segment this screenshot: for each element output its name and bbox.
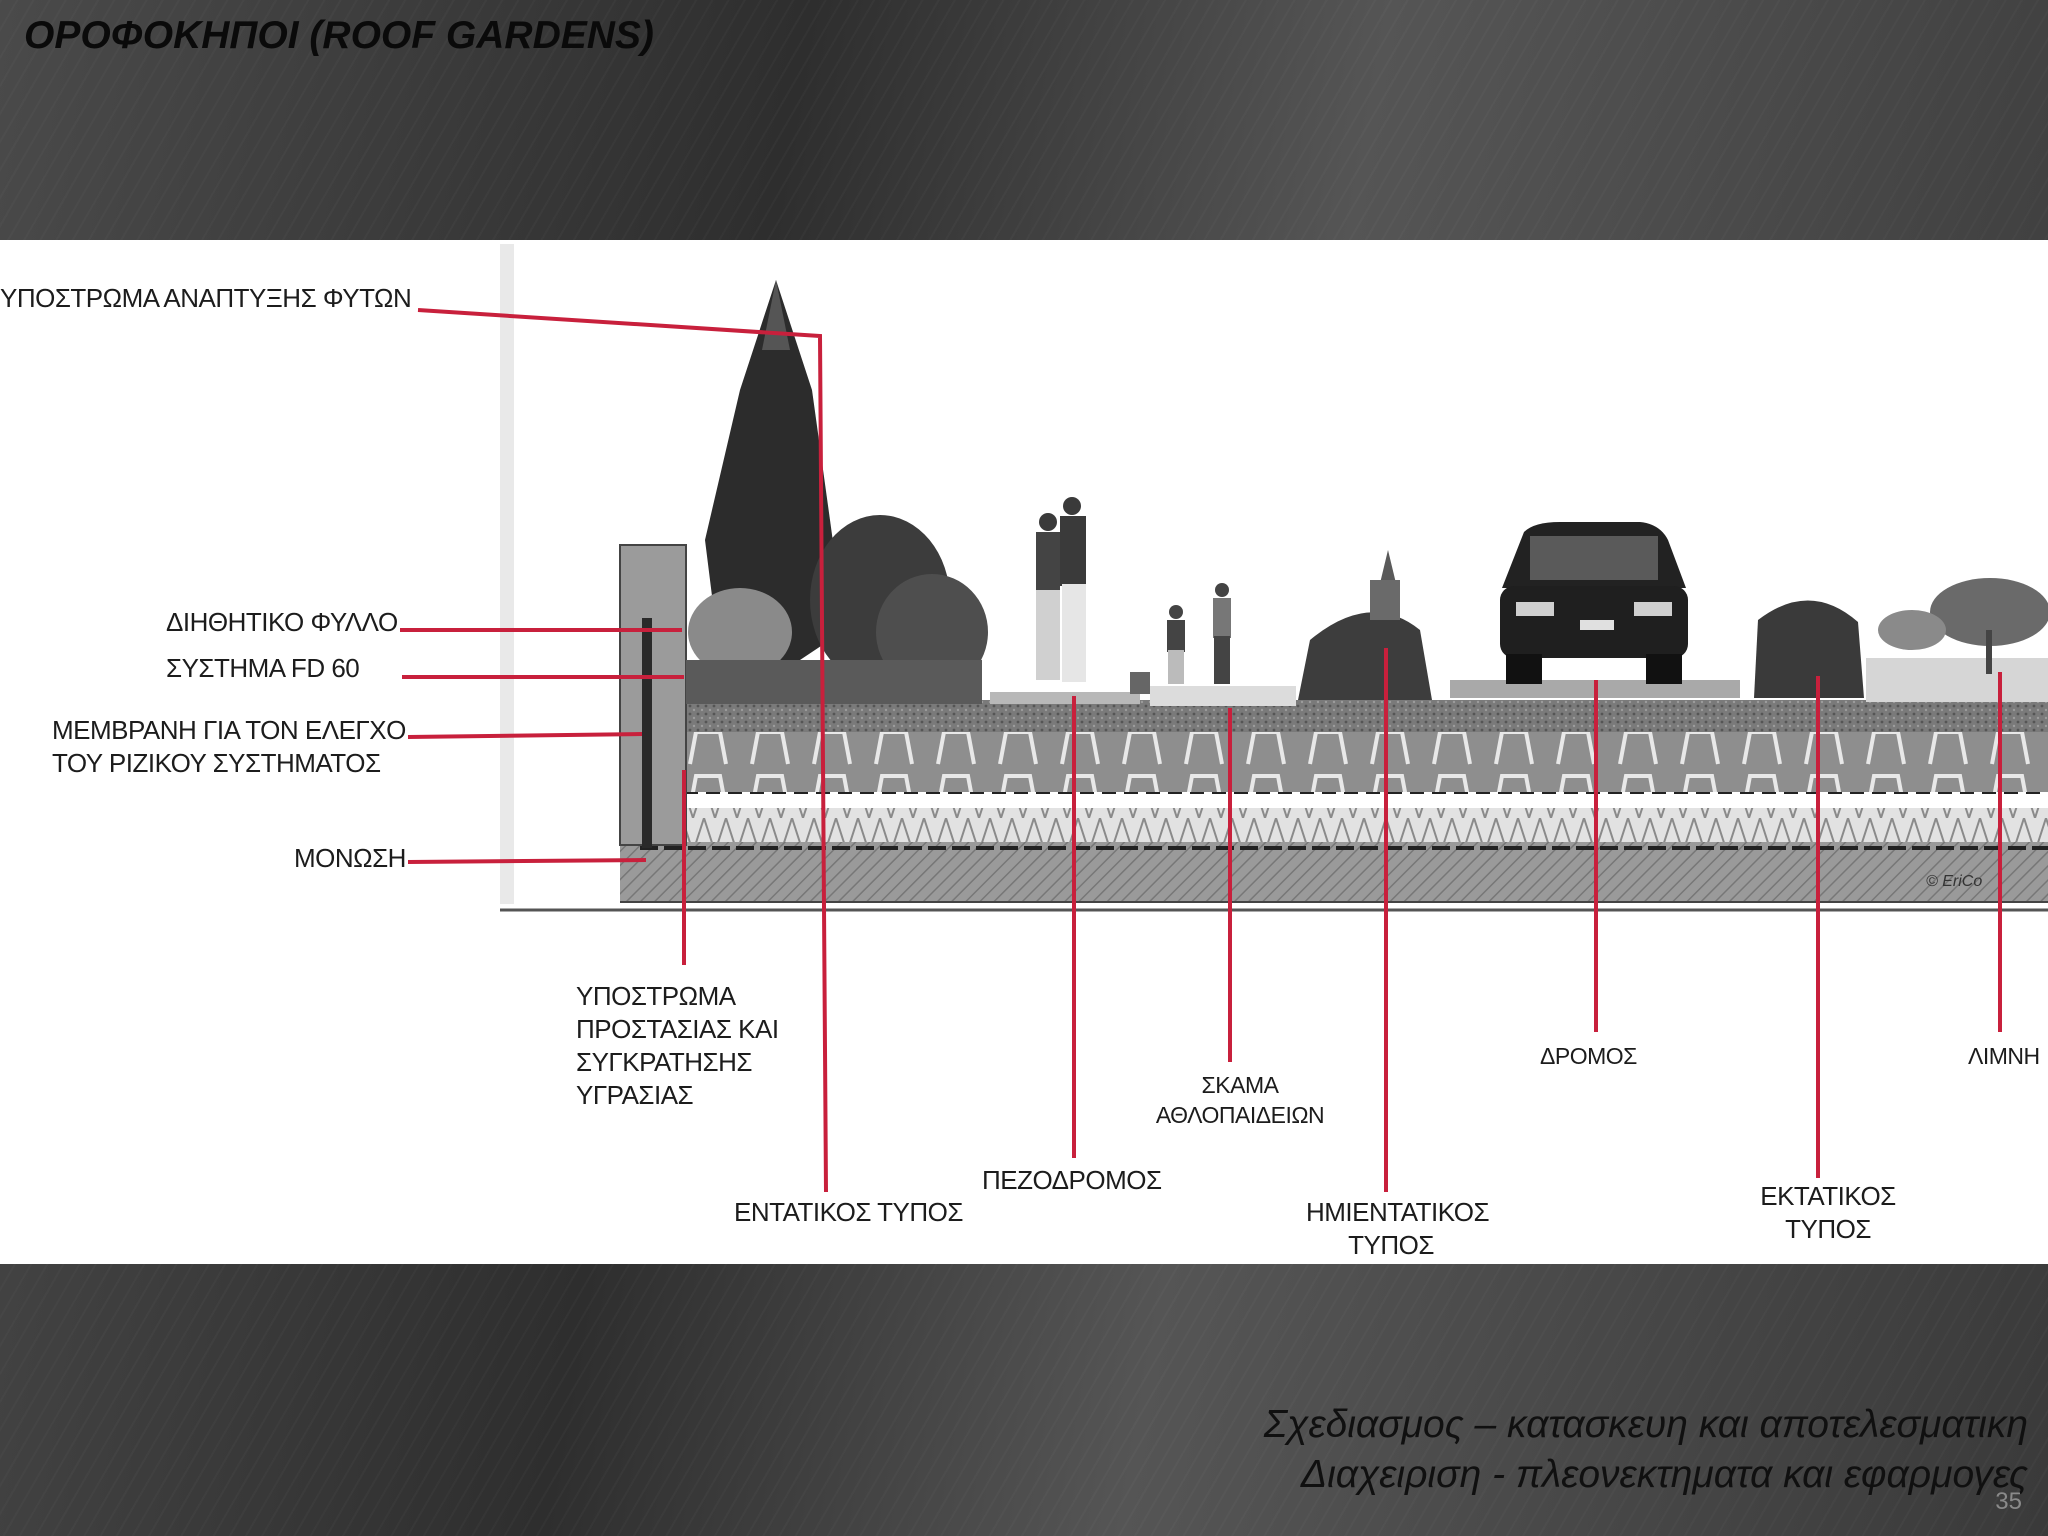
roof-slab xyxy=(620,840,2048,902)
label-extensive: ΕΚΤΑΤΙΚΟΣ ΤΥΠΟΣ xyxy=(1750,1180,1906,1246)
label-protection-line1: ΥΠΟΣΤΡΩΜΑ xyxy=(576,981,736,1011)
label-extensive-line2: ΤΥΠΟΣ xyxy=(1785,1214,1871,1244)
label-protection-line4: ΥΓΡΑΣΙΑΣ xyxy=(576,1080,694,1110)
label-plant-substrate: ΥΠΟΣΤΡΩΜΑ ΑΝΑΠΤΥΞΗΣ ΦΥΤΩΝ xyxy=(0,283,412,313)
back-wall xyxy=(500,244,514,904)
label-insulation: ΜΟΝΩΣΗ xyxy=(294,843,406,873)
label-root-membrane-line1: ΜΕΜΒΡΑΝΗ ΓΙΑ ΤΟΝ ΕΛΕΓΧΟ xyxy=(52,715,406,745)
label-semi-intensive: ΗΜΙΕΝΤΑΤΙΚΟΣ ΤΥΠΟΣ xyxy=(1306,1196,1490,1262)
leader-lines xyxy=(400,308,2002,1193)
soil-layer xyxy=(680,700,2048,732)
conifer-tree xyxy=(705,280,845,660)
copyright-mark: © EriCo xyxy=(1926,873,1982,890)
label-playground: ΣΚΑΜΑ ΑΘΛΟΠΑΙΔΕΙΩΝ xyxy=(1152,1070,1328,1130)
label-protection-line2: ΠΡΟΣΤΑΣΙΑΣ ΚΑΙ xyxy=(576,1014,779,1044)
label-filter-sheet: ΔΙΗΘΗΤΙΚΟ ΦΥΛΛΟ xyxy=(166,607,398,637)
slide-footer: Σχεδιασμος – κατασκευη και αποτελεσματικ… xyxy=(1264,1400,2028,1500)
slide-title: ΟΡΟΦΟΚΗΠΟΙ (ROOF GARDENS) xyxy=(24,14,654,58)
roof-garden-cross-section: © EriCo xyxy=(400,244,2048,1193)
label-playground-line1: ΣΚΑΜΑ xyxy=(1201,1072,1279,1098)
people-adults xyxy=(1036,497,1086,682)
diagram-panel: © EriCo ΥΠΟΣΤΡΩΜΑ ΑΝΑΠΤΥΞΗΣ ΦΥΤΩΝ ΔΙΗΘΗΤ… xyxy=(0,240,2048,1264)
lake-tree xyxy=(1930,578,2048,646)
label-root-membrane-line2: ΤΟΥ ΡΙΖΙΚΟΥ ΣΥΣΤΗΜΑΤΟΣ xyxy=(52,748,381,778)
label-pedestrian: ΠΕΖΟΔΡΟΜΟΣ xyxy=(982,1165,1162,1195)
label-protection-substrate: ΥΠΟΣΤΡΩΜΑ ΠΡΟΣΤΑΣΙΑΣ ΚΑΙ ΣΥΓΚΡΑΤΗΣΗΣ ΥΓΡ… xyxy=(576,980,779,1112)
label-road: ΔΡΟΜΟΣ xyxy=(1540,1043,1637,1069)
label-extensive-line1: ΕΚΤΑΤΙΚΟΣ xyxy=(1760,1181,1896,1211)
footer-line2: Διαχειριση - πλεονεκτηματα και εφαρμογες xyxy=(1300,1453,2028,1496)
insulation-layer xyxy=(640,808,2048,842)
page-number: 35 xyxy=(1995,1488,2022,1515)
label-protection-line3: ΣΥΓΚΡΑΤΗΣΗΣ xyxy=(576,1047,752,1077)
label-semi-intensive-line2: ΤΥΠΟΣ xyxy=(1348,1230,1434,1260)
shrub-light xyxy=(688,588,792,676)
label-semi-intensive-line1: ΗΜΙΕΝΤΑΤΙΚΟΣ xyxy=(1306,1197,1490,1227)
semi-intensive-mound xyxy=(1298,612,1432,700)
parapet xyxy=(619,544,687,846)
extensive-mound xyxy=(1754,600,1864,698)
label-playground-line2: ΑΘΛΟΠΑΙΔΕΙΩΝ xyxy=(1155,1102,1325,1128)
footer-line1: Σχεδιασμος – κατασκευη και αποτελεσματικ… xyxy=(1263,1403,2028,1446)
label-intensive-type: ΕΝΤΑΤΙΚΟΣ ΤΥΠΟΣ xyxy=(734,1197,963,1227)
label-lake: ΛΙΜΝΗ xyxy=(1968,1043,2040,1069)
drainage-layer xyxy=(660,730,2048,792)
label-fd60-system: ΣΥΣΤΗΜΑ FD 60 xyxy=(166,653,360,683)
title-bold: ΟΡΟΦΟΚΗΠΟΙ xyxy=(24,14,299,57)
car-icon xyxy=(1500,522,1688,684)
people-children xyxy=(1167,583,1231,684)
label-root-membrane: ΜΕΜΒΡΑΝΗ ΓΙΑ ΤΟΝ ΕΛΕΓΧΟ ΤΟΥ ΡΙΖΙΚΟΥ ΣΥΣΤ… xyxy=(52,714,406,780)
title-rest: (ROOF GARDENS) xyxy=(298,14,654,57)
lake xyxy=(1866,658,2048,702)
